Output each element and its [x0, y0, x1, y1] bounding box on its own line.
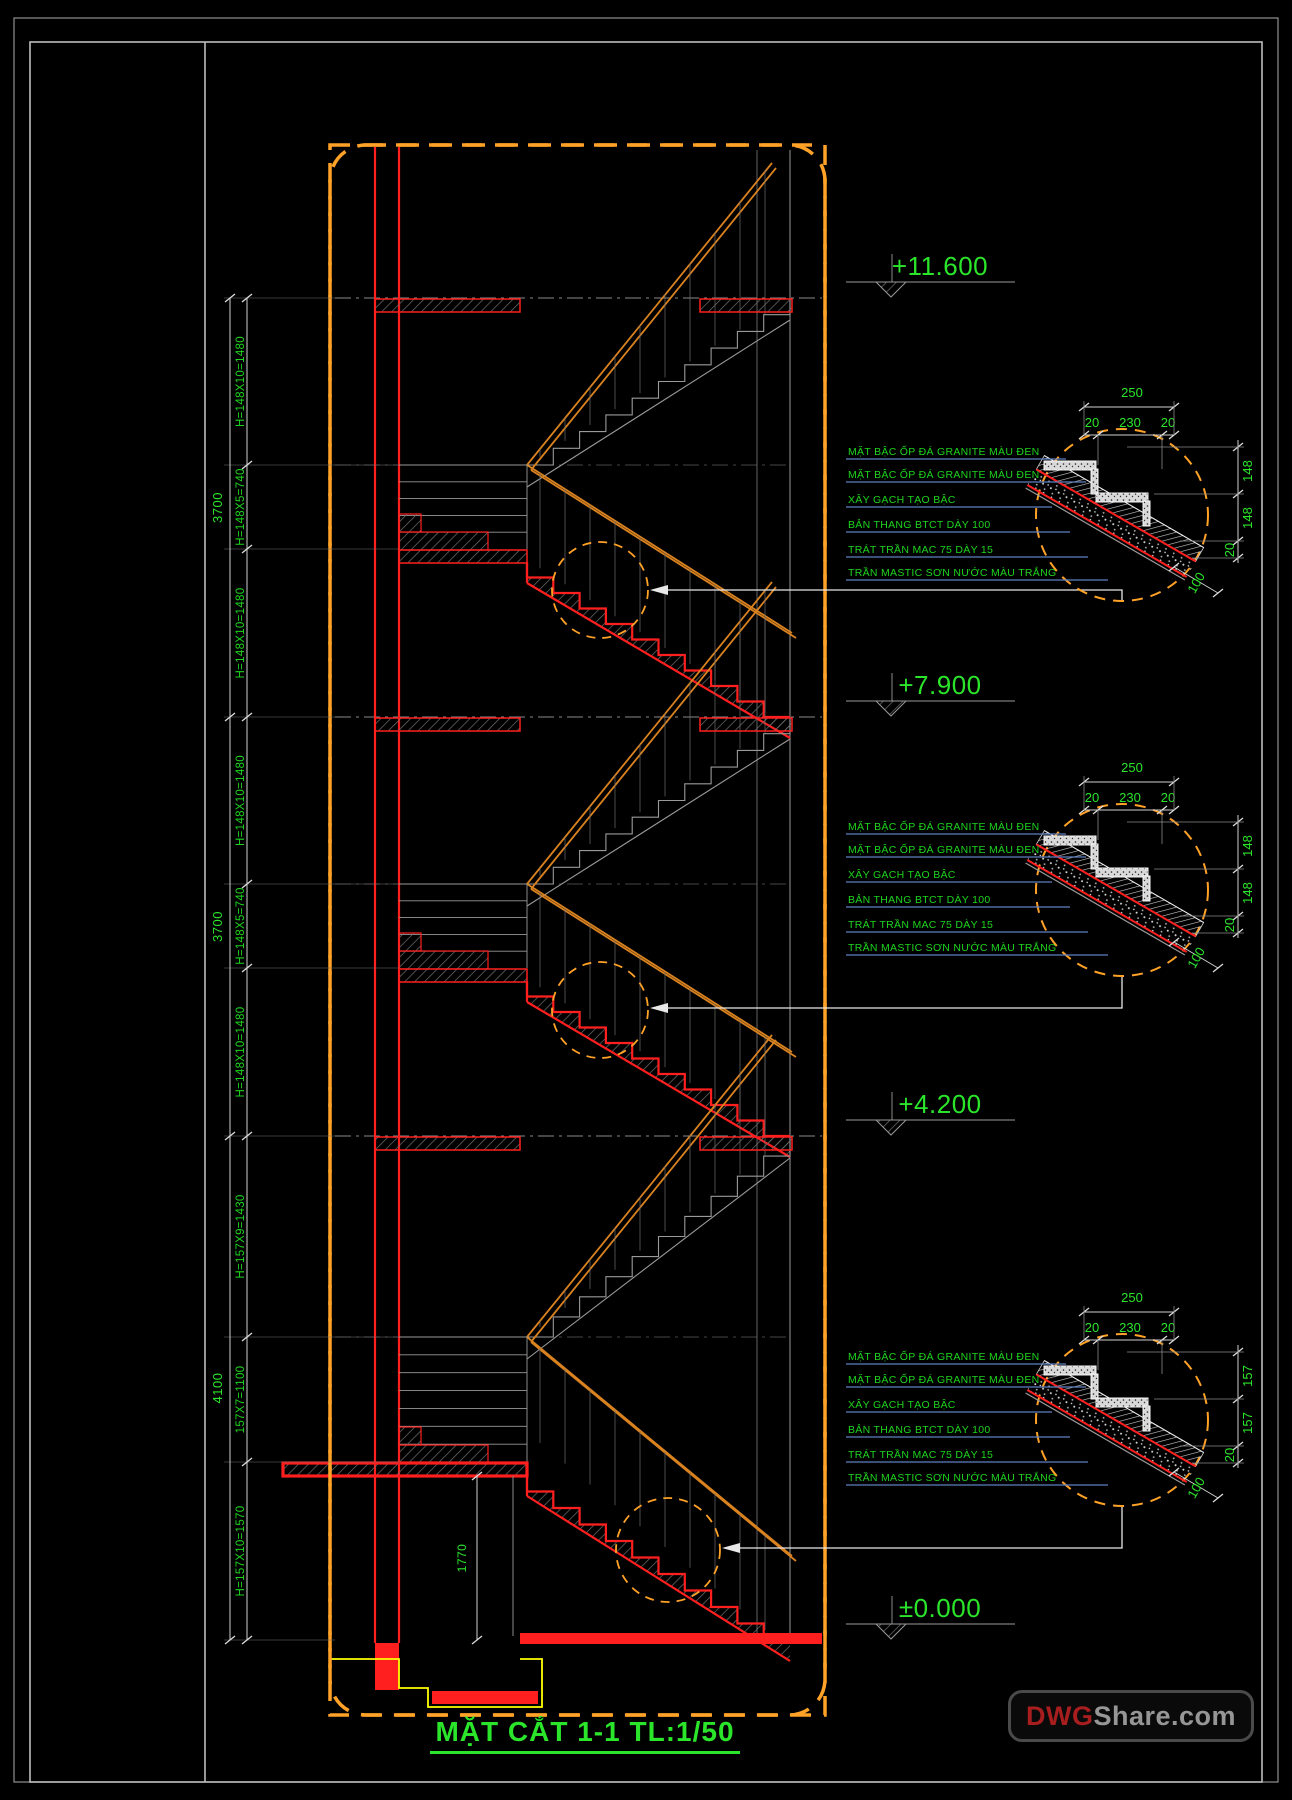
svg-text:TRÁT TRẦN MAC 75 DÀY 15: TRÁT TRẦN MAC 75 DÀY 15	[848, 543, 993, 556]
svg-text:MẶT BẬC ỐP ĐÁ GRANITE MÀU ĐEN: MẶT BẬC ỐP ĐÁ GRANITE MÀU ĐEN	[848, 467, 1040, 481]
svg-text:230: 230	[1119, 790, 1141, 805]
svg-text:20: 20	[1222, 543, 1237, 557]
watermark-suffix: Share.com	[1093, 1700, 1237, 1731]
drawing-title: MẶT CẮT 1-1 TL:1/50	[430, 1716, 740, 1754]
svg-text:TRẦN MASTIC SƠN NƯỚC MÀU TRẮNG: TRẦN MASTIC SƠN NƯỚC MÀU TRẮNG	[848, 1471, 1056, 1484]
svg-text:4100: 4100	[210, 1373, 225, 1404]
svg-text:3700: 3700	[210, 492, 225, 523]
detail-leader-lines	[551, 541, 1123, 1603]
svg-text:H=148X10=1480: H=148X10=1480	[235, 336, 247, 427]
svg-text:250: 250	[1121, 385, 1143, 400]
watermark-prefix: DWG	[1025, 1700, 1094, 1731]
svg-text:H=148X5=740: H=148X5=740	[235, 887, 247, 964]
svg-text:+4.200: +4.200	[898, 1089, 981, 1119]
svg-text:BẢN THANG BTCT DÀY 100: BẢN THANG BTCT DÀY 100	[848, 893, 991, 906]
svg-text:MẶT BẬC ỐP ĐÁ GRANITE MÀU ĐEN: MẶT BẬC ỐP ĐÁ GRANITE MÀU ĐEN	[848, 1372, 1040, 1386]
svg-text:MẶT BẬC ỐP ĐÁ GRANITE MÀU ĐEN: MẶT BẬC ỐP ĐÁ GRANITE MÀU ĐEN	[848, 842, 1040, 856]
svg-text:±0.000: ±0.000	[899, 1593, 981, 1623]
svg-text:20: 20	[1161, 1320, 1175, 1335]
svg-text:3700: 3700	[210, 911, 225, 942]
svg-text:250: 250	[1121, 1290, 1143, 1305]
svg-text:1770: 1770	[455, 1544, 469, 1573]
svg-text:H=148X10=1480: H=148X10=1480	[235, 588, 247, 679]
svg-text:157X7=1100: 157X7=1100	[235, 1366, 247, 1434]
svg-text:230: 230	[1119, 415, 1141, 430]
detail-callout-1: MẶT BẬC ỐP ĐÁ GRANITE MÀU ĐEN MẶT BẬC ỐP …	[846, 385, 1255, 602]
detail-callout-3: MẶT BẬC ỐP ĐÁ GRANITE MÀU ĐEN MẶT BẬC ỐP …	[846, 1290, 1255, 1507]
level-markers: +11.600 +7.900 +4.200 ±0.000	[846, 251, 1015, 1640]
detail-callout-2: MẶT BẬC ỐP ĐÁ GRANITE MÀU ĐEN MẶT BẬC ỐP …	[846, 760, 1255, 977]
svg-text:250: 250	[1121, 760, 1143, 775]
svg-text:TRÁT TRẦN MAC 75 DÀY 15: TRÁT TRẦN MAC 75 DÀY 15	[848, 1448, 993, 1461]
sheet-frame	[13, 17, 1279, 1783]
svg-text:TRÁT TRẦN MAC 75 DÀY 15: TRÁT TRẦN MAC 75 DÀY 15	[848, 918, 993, 931]
viewport-dashed-border	[328, 143, 827, 1717]
svg-text:BẢN THANG BTCT DÀY 100: BẢN THANG BTCT DÀY 100	[848, 518, 991, 531]
detail-callouts: MẶT BẬC ỐP ĐÁ GRANITE MÀU ĐEN MẶT BẬC ỐP …	[846, 385, 1255, 1507]
svg-text:MẶT BẬC ỐP ĐÁ GRANITE MÀU ĐEN: MẶT BẬC ỐP ĐÁ GRANITE MÀU ĐEN	[848, 444, 1040, 458]
svg-text:H=157X9=1430: H=157X9=1430	[235, 1194, 247, 1278]
svg-text:20: 20	[1222, 918, 1237, 932]
staircase-section	[281, 147, 822, 1708]
svg-text:20: 20	[1222, 1448, 1237, 1462]
svg-text:20: 20	[1085, 790, 1099, 805]
svg-text:XÂY GẠCH TẠO BẬC: XÂY GẠCH TẠO BẬC	[848, 1398, 956, 1411]
svg-text:20: 20	[1161, 415, 1175, 430]
svg-text:230: 230	[1119, 1320, 1141, 1335]
svg-text:MẶT BẬC ỐP ĐÁ GRANITE MÀU ĐEN: MẶT BẬC ỐP ĐÁ GRANITE MÀU ĐEN	[848, 819, 1040, 833]
svg-text:20: 20	[1085, 415, 1099, 430]
svg-text:148: 148	[1240, 460, 1255, 482]
svg-text:H=148X10=1480: H=148X10=1480	[235, 1007, 247, 1098]
svg-text:+7.900: +7.900	[898, 670, 981, 700]
svg-text:TRẦN MASTIC SƠN NƯỚC MÀU TRẮNG: TRẦN MASTIC SƠN NƯỚC MÀU TRẮNG	[848, 941, 1056, 954]
svg-text:BẢN THANG BTCT DÀY 100: BẢN THANG BTCT DÀY 100	[848, 1423, 991, 1436]
svg-text:H=157X10=1570: H=157X10=1570	[235, 1506, 247, 1597]
drawing-title-text: MẶT CẮT 1-1 TL:1/50	[435, 1716, 735, 1747]
svg-text:TRẦN MASTIC SƠN NƯỚC MÀU TRẮNG: TRẦN MASTIC SƠN NƯỚC MÀU TRẮNG	[848, 566, 1056, 579]
svg-text:MẶT BẬC ỐP ĐÁ GRANITE MÀU ĐEN: MẶT BẬC ỐP ĐÁ GRANITE MÀU ĐEN	[848, 1349, 1040, 1363]
svg-text:157: 157	[1240, 1412, 1255, 1434]
svg-text:20: 20	[1085, 1320, 1099, 1335]
dimension-chains: 370037004100H=148X10=1480H=148X5=740H=14…	[210, 293, 483, 1645]
svg-text:XÂY GẠCH TẠO BẬC: XÂY GẠCH TẠO BẬC	[848, 493, 956, 506]
svg-text:XÂY GẠCH TẠO BẬC: XÂY GẠCH TẠO BẬC	[848, 868, 956, 881]
svg-text:H=148X5=740: H=148X5=740	[235, 468, 247, 545]
svg-text:157: 157	[1240, 1365, 1255, 1387]
svg-text:148: 148	[1240, 835, 1255, 857]
svg-text:148: 148	[1240, 882, 1255, 904]
svg-text:20: 20	[1161, 790, 1175, 805]
svg-text:148: 148	[1240, 507, 1255, 529]
svg-text:+11.600: +11.600	[892, 251, 988, 281]
svg-text:H=148X10=1480: H=148X10=1480	[235, 755, 247, 846]
floor-level-lines	[335, 297, 822, 1338]
